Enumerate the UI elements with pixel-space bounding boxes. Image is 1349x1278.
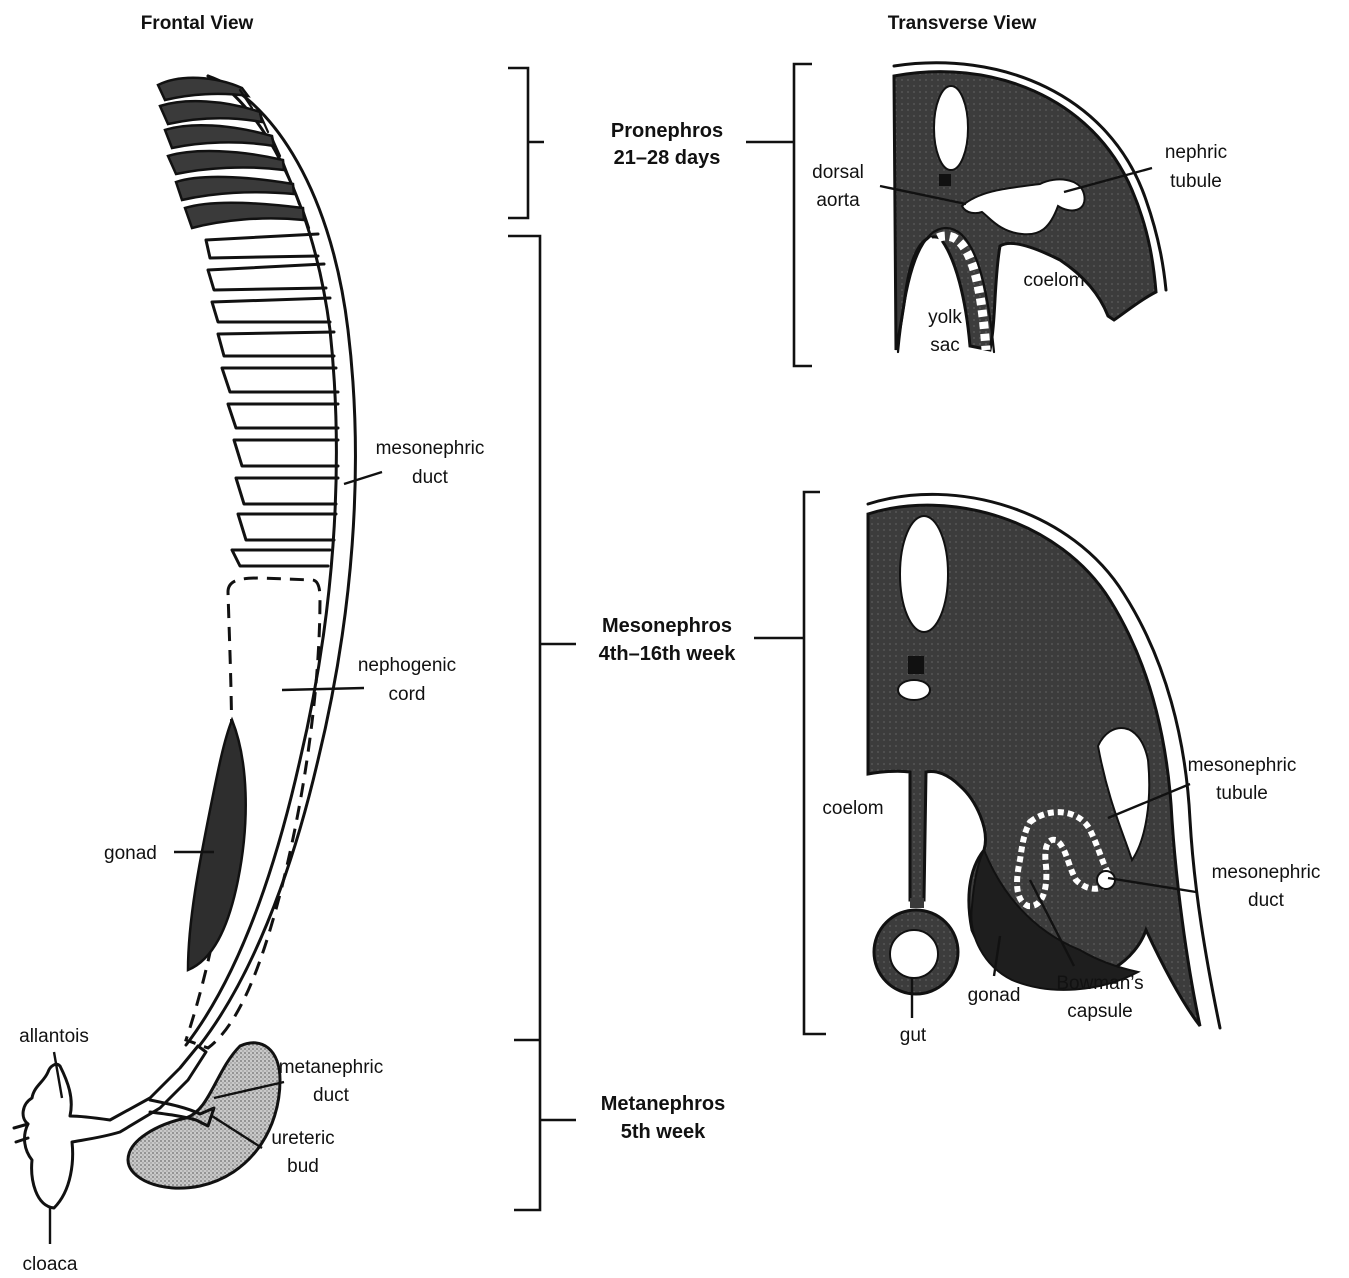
label-coelom-pronephros: coelom [1023, 270, 1084, 291]
leader-nephogenic-cord [282, 688, 364, 690]
stage-brackets [508, 64, 826, 1210]
bracket-pronephros-left [508, 68, 544, 218]
label-nephric-tubule-1: nephric [1165, 142, 1227, 163]
label-yolk-2: sac [930, 335, 960, 356]
transverse-view-header: Transverse View [888, 13, 1037, 34]
label-mesonephric-tubule-2: tubule [1216, 783, 1268, 804]
label-dorsal-1: dorsal [812, 162, 864, 183]
leader-allantois [54, 1052, 62, 1098]
pronephric-tubules [158, 78, 309, 228]
bracket-metanephros-left [514, 1040, 576, 1120]
label-metanephric-duct-2: duct [313, 1085, 350, 1106]
bracket-mesonephros-right [754, 492, 826, 1034]
bracket-mesonephros-left [508, 236, 576, 1210]
label-mesonephric-duct-section-1: mesonephric [1212, 862, 1321, 883]
bracket-pronephros-right [746, 64, 812, 366]
metanephros-kidney [128, 1043, 280, 1188]
leader-mesonephric-duct [344, 472, 382, 484]
mesonephros-aorta [898, 680, 930, 700]
stage-pronephros-name: Pronephros [611, 120, 723, 142]
label-metanephric-duct-1: metanephric [279, 1057, 384, 1078]
mesonephros-gut-mesentery [910, 898, 924, 908]
mesonephros-notochord [908, 656, 924, 674]
stage-metanephros-time: 5th week [621, 1121, 706, 1143]
label-yolk-1: yolk [928, 307, 962, 328]
stage-metanephros-name: Metanephros [601, 1093, 725, 1115]
label-ureteric-bud-2: bud [287, 1156, 319, 1177]
mesonephric-tubules [206, 234, 338, 566]
label-nephric-tubule-2: tubule [1170, 171, 1222, 192]
nephrogenic-cord-outline [186, 578, 320, 1048]
label-nephogenic-cord-1: nephogenic [358, 655, 456, 676]
pronephros-notochord [939, 174, 951, 186]
label-mesonephric-duct-section-2: duct [1248, 890, 1285, 911]
label-nephogenic-cord-2: cord [389, 684, 426, 705]
mesonephros-duct-lumen [1097, 871, 1115, 889]
label-ureteric-bud-1: ureteric [271, 1128, 334, 1149]
stage-mesonephros-name: Mesonephros [602, 615, 732, 637]
frontal-gonad [188, 720, 246, 970]
frontal-view-header: Frontal View [141, 13, 254, 34]
label-gonad-frontal: gonad [104, 843, 157, 864]
label-mesonephric-duct-2: duct [412, 467, 449, 488]
label-dorsal-2: aorta [816, 190, 860, 211]
label-cloaca: cloaca [23, 1254, 78, 1275]
label-gut: gut [900, 1025, 927, 1046]
mesonephros-gut-lumen [890, 930, 938, 978]
label-mesonephric-duct-1: mesonephric [376, 438, 485, 459]
stage-mesonephros-time: 4th–16th week [599, 643, 737, 665]
stage-pronephros-time: 21–28 days [614, 147, 721, 169]
mesonephros-transverse-section [868, 494, 1220, 1028]
label-bowmans-2: capsule [1067, 1001, 1133, 1022]
label-gonad-section: gonad [968, 985, 1021, 1006]
label-coelom-mesonephros: coelom [822, 798, 883, 819]
label-bowmans-1: Bowman’s [1056, 973, 1143, 994]
label-allantois: allantois [19, 1026, 89, 1047]
mesonephros-neural-tube [900, 516, 948, 632]
label-mesonephric-tubule-1: mesonephric [1188, 755, 1297, 776]
